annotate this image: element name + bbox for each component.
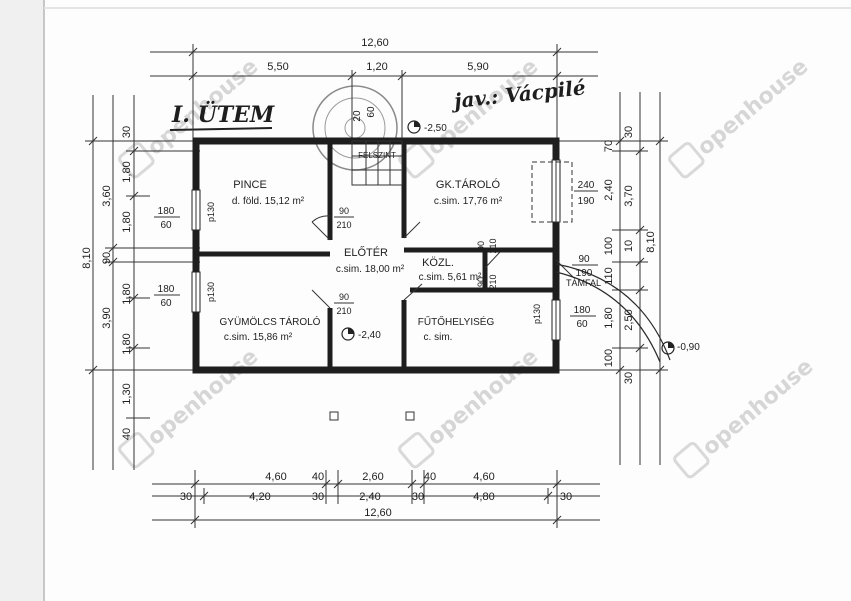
stair-label: FÉLSZINT (358, 151, 396, 160)
window-futo-p: p130 (532, 304, 542, 324)
opening-dimensions: 180 60 p130 180 60 p130 90 210 90 210 90… (154, 180, 598, 330)
room-gyumolcs-detail: c.sim. 15,86 m² (224, 332, 293, 343)
dim-left-inner-7: 40 (121, 428, 133, 440)
room-gyumolcs-name: GYÜMÖLCS TÁROLÓ (220, 315, 321, 328)
room-futo-detail: c. sim. (424, 332, 453, 343)
title-underline (169, 127, 273, 131)
dim-bottom-r2-2: 4,20 (249, 491, 270, 503)
dim-top-a: 5,50 (267, 61, 288, 73)
dim-bottom-r1-3: 2,60 (362, 471, 383, 483)
dim-left-inner-3: 1,80 (121, 211, 133, 232)
window-futo-a: 180 (574, 305, 591, 316)
room-eloter-name: ELŐTÉR (344, 245, 388, 259)
dim-right-inner-6: 100 (603, 349, 615, 367)
elevation-markers: -2,50 -2,40 -0,90 (341, 120, 700, 355)
window-futo-b: 60 (576, 319, 588, 330)
room-kozl-detail: c.sim. 5,61 m² (419, 272, 482, 283)
room-futo-name: FŰTŐHELYISÉG (418, 314, 495, 328)
dim-right-outer-3: 10 (623, 240, 635, 252)
dim-right-inner-3: 100 (603, 237, 615, 255)
window-gyum-b: 60 (160, 298, 172, 309)
dim-right-inner-4: 110 (603, 267, 615, 285)
dim-left-outer-3: 3,90 (101, 307, 113, 328)
room-gk-name: GK.TÁROLÓ (436, 178, 501, 191)
dim-left-outer-2: 90 (101, 252, 113, 264)
dim-right-outer-4: 2,50 (623, 309, 635, 330)
door-1-a: 90 (339, 206, 349, 216)
retaining-wall: TÁMFAL (555, 263, 671, 363)
elevation-top: -2,50 (424, 123, 447, 134)
dim-left-inner-1: 30 (121, 126, 133, 138)
dim-left-inner-6: 1,30 (121, 383, 133, 404)
door-3-a: 90 (476, 241, 486, 251)
dim-left-inner-2: 1,80 (121, 161, 133, 182)
window-gyum-p: p130 (206, 282, 216, 302)
dimensions-left: 8,10 3,60 90 3,90 30 1,80 1,80 1,80 1,80… (81, 95, 200, 470)
dim-bottom-r2-4: 2,40 (359, 491, 380, 503)
dim-bottom-r2-6: 4,80 (473, 491, 494, 503)
door-5-b: 190 (576, 268, 593, 279)
window-pince-a: 180 (158, 206, 175, 217)
dim-right-inner-2: 2,40 (603, 179, 615, 200)
dim-right-outer-1: 30 (623, 126, 635, 138)
door-1-b: 210 (336, 220, 351, 230)
dim-bottom-r1-2: 40 (312, 471, 324, 483)
retaining-wall-label: TÁMFAL (566, 278, 601, 288)
dim-right-inner-1: 70 (603, 140, 615, 152)
doors (311, 215, 575, 309)
dim-left-total: 8,10 (81, 247, 93, 268)
window-pince-b: 60 (160, 220, 172, 231)
dim-right-outer-2: 3,70 (623, 185, 635, 206)
scan-shadow-left (0, 0, 44, 601)
dim-top-c: 5,90 (467, 61, 488, 73)
plan-title: I. ÜTEM (171, 100, 275, 128)
garage-door-a: 240 (578, 180, 595, 191)
room-pince-detail: d. föld. 15,12 m² (232, 196, 305, 207)
door-4-a: 90 (476, 277, 486, 287)
dim-left-outer-1: 3,60 (101, 185, 113, 206)
dim-top-total: 12,60 (361, 37, 389, 49)
dim-bottom-r1-5: 4,60 (473, 471, 494, 483)
garage-door-b: 190 (578, 196, 595, 207)
elevation-mid: -2,40 (358, 330, 381, 341)
dim-top-b: 1,20 (366, 61, 387, 73)
dimensions-bottom: 4,60 40 2,60 40 4,60 30 4,20 30 2,40 30 … (152, 470, 600, 528)
door-3-b: 210 (488, 238, 498, 253)
dim-bottom-r1-4: 40 (424, 471, 436, 483)
dim-bottom-r2-3: 30 (312, 491, 324, 503)
room-eloter-detail: c.sim. 18,00 m² (336, 264, 405, 275)
room-labels: PINCE d. föld. 15,12 m² GK.TÁROLÓ c.sim.… (220, 178, 503, 343)
door-5-a: 90 (578, 254, 590, 265)
dim-bottom-r2-1: 30 (180, 491, 192, 503)
window-pince-p: p130 (206, 202, 216, 222)
dim-right-inner-5: 1,80 (603, 307, 615, 328)
room-gk-detail: c.sim. 17,76 m² (434, 196, 503, 207)
door-4-b: 210 (488, 274, 498, 289)
column-markers (329, 411, 415, 421)
window-gyum-a: 180 (158, 284, 175, 295)
dim-bottom-r2-5: 30 (412, 491, 424, 503)
dim-left-inner-5: 1,80 (121, 333, 133, 354)
dim-right-total: 8,10 (645, 231, 657, 252)
dim-left-inner-4: 1,80 (121, 283, 133, 304)
stair: FÉLSZINT 20 60 (351, 106, 403, 186)
dimensions-top: 12,60 5,50 1,20 5,90 (150, 37, 598, 138)
door-2-b: 210 (336, 306, 351, 316)
door-2-a: 90 (339, 292, 349, 302)
stair-dim-a: 20 (352, 110, 363, 122)
elevation-out: -0,90 (677, 342, 700, 353)
dim-right-outer-5: 30 (623, 372, 635, 384)
dim-bottom-r2-7: 30 (560, 491, 572, 503)
stair-dim-b: 60 (366, 106, 377, 118)
room-pince-name: PINCE (233, 179, 267, 191)
garage-door-outline (531, 161, 573, 223)
windows (191, 159, 573, 341)
room-kozl-name: KÖZL. (422, 257, 454, 269)
dim-bottom-total: 12,60 (364, 507, 392, 519)
dim-bottom-r1-1: 4,60 (265, 471, 286, 483)
